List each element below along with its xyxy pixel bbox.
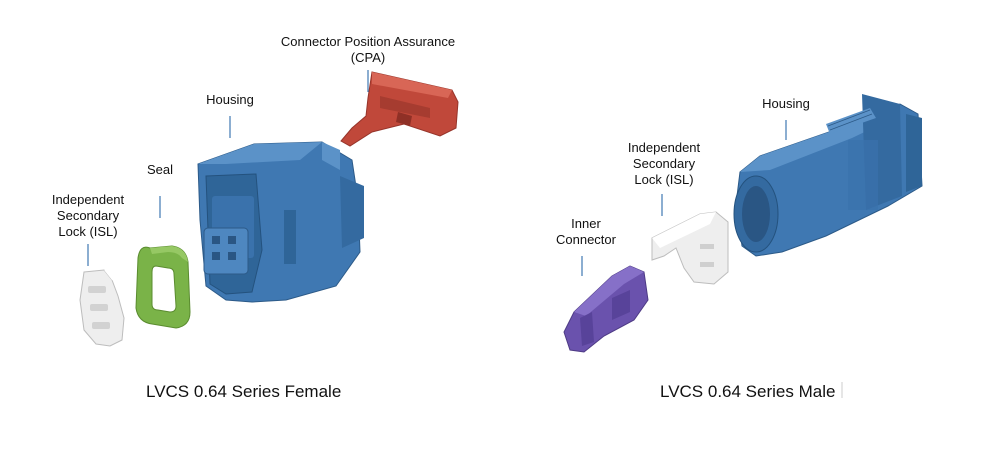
female-caption: LVCS 0.64 Series Female xyxy=(146,382,342,401)
male-leader-lines xyxy=(581,120,787,276)
male-inner-connector-label: Inner Connector xyxy=(546,216,626,248)
male-inner-label-line2: Connector xyxy=(556,232,616,247)
male-isl-label-line2: Secondary xyxy=(632,156,696,171)
female-housing-label: Housing xyxy=(206,92,254,107)
male-inner-label-line1: Inner xyxy=(571,216,601,231)
female-isl-label-line1: Independent xyxy=(51,192,125,207)
male-isl-label-line3: Lock (ISL) xyxy=(634,172,694,187)
male-inner-connector-part xyxy=(563,265,649,353)
female-isl-label-line2: Secondary xyxy=(56,208,120,223)
female-cpa-label-line2: (CPA) xyxy=(350,50,386,65)
female-housing-part xyxy=(197,141,364,303)
female-seal-label: Seal xyxy=(146,162,174,177)
male-housing-part xyxy=(733,94,923,257)
female-leader-lines xyxy=(87,70,369,266)
female-cpa-label: Connector Position Assurance (CPA) xyxy=(262,34,474,66)
male-assembly xyxy=(563,94,923,353)
male-caption: LVCS 0.64 Series Male xyxy=(660,382,836,401)
male-isl-label: Independent Secondary Lock (ISL) xyxy=(612,140,716,188)
male-housing-label: Housing xyxy=(762,96,810,111)
female-cpa-part xyxy=(340,71,459,147)
female-assembly xyxy=(79,70,459,347)
male-isl-label-line1: Independent xyxy=(627,140,701,155)
female-isl-part xyxy=(79,269,125,347)
female-seal-part xyxy=(135,245,191,329)
female-isl-label: Independent Secondary Lock (ISL) xyxy=(36,192,140,240)
male-isl-part xyxy=(651,211,729,285)
female-isl-label-line3: Lock (ISL) xyxy=(58,224,118,239)
female-cpa-label-line1: Connector Position Assurance xyxy=(280,34,456,49)
